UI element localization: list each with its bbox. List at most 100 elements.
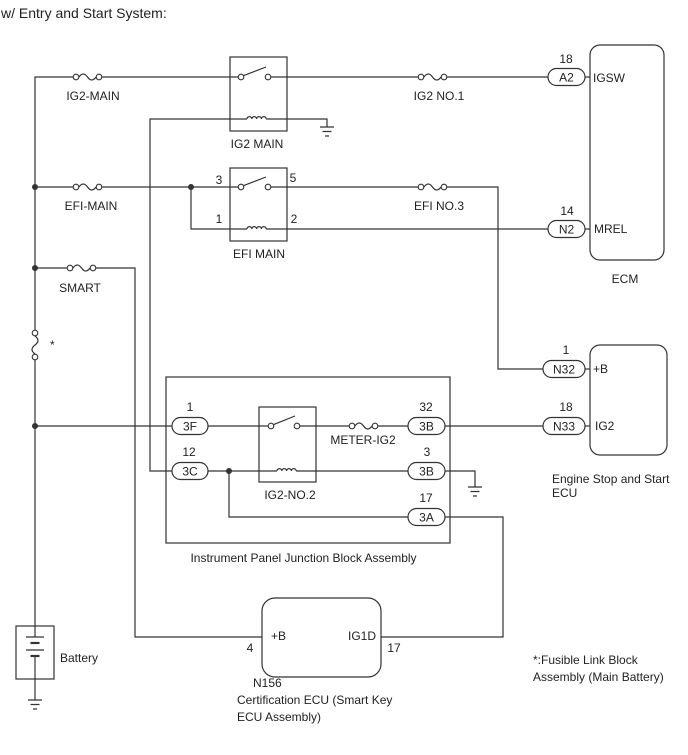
junction-block-label: Instrument Panel Junction Block Assembly [190, 551, 416, 565]
relay-contact [267, 422, 275, 430]
connector-label: A2 [559, 71, 574, 85]
engine-stop-start-ecu-box [589, 344, 668, 456]
junction-dot [32, 423, 38, 429]
fusible-link-mark: * [50, 338, 55, 352]
relay-contact [264, 73, 272, 81]
fuse-terminal [89, 264, 97, 272]
certification-ecu-label-line2: ECU Assembly) [237, 710, 321, 724]
wire-3c-to-ig2-main-coil [149, 118, 247, 472]
fuse-terminal [72, 183, 80, 191]
junction-block-box [165, 376, 451, 544]
terminal-label: MREL [594, 222, 628, 236]
fuse-element [423, 73, 442, 81]
fuse-efi-no3 [417, 183, 448, 191]
fuse-terminal [95, 183, 103, 191]
fuse-label-efi-main: EFI-MAIN [65, 199, 118, 213]
pin-number: 18 [559, 52, 573, 66]
connector-n2 [547, 219, 586, 239]
fuse-terminal [371, 422, 379, 430]
junction-dot [32, 265, 38, 271]
relay-coil [276, 468, 297, 472]
fuse-terminal [440, 73, 448, 81]
wire-3b-to-ground [445, 470, 476, 487]
fuse-element [78, 183, 97, 191]
relay-ig2-main [237, 66, 272, 120]
fuse-ig2-main [72, 73, 103, 81]
fuse-terminal [348, 422, 356, 430]
terminal-label: IGSW [593, 71, 626, 85]
relay-pin-label: 5 [290, 171, 297, 185]
ecm-box [589, 44, 665, 261]
wires [34, 76, 590, 700]
connector-label: N32 [553, 363, 575, 377]
ig2-main-relay-box [229, 56, 288, 132]
pin-number: 4 [247, 641, 254, 655]
fuse-label-ig2-no1: IG2 NO.1 [414, 89, 465, 103]
connector-label: N33 [553, 420, 575, 434]
fuse-terminal [440, 183, 448, 191]
terminal-label: IG2 [595, 419, 615, 433]
pin-number: 3 [424, 445, 431, 459]
connector-n33 [542, 416, 586, 436]
fuse-element [78, 73, 97, 81]
fuse-terminal [417, 73, 425, 81]
fuse-smart [66, 264, 97, 272]
connector-label: N2 [559, 223, 575, 237]
fuse-terminal [66, 264, 74, 272]
fuse-element [423, 183, 442, 191]
connector-n32 [542, 359, 586, 379]
wire-ig2-main-coil-to-ground [266, 118, 328, 127]
fuse-label-smart: SMART [59, 281, 101, 295]
ig2-no2-relay-box [258, 406, 317, 483]
connector-3f [171, 416, 209, 436]
certification-ecu-code: N156 [253, 676, 282, 690]
battery [15, 625, 55, 680]
battery-label: Battery [60, 651, 98, 665]
relay-coil [246, 116, 267, 120]
connector-a2 [547, 67, 586, 87]
efi-main-relay-box [229, 167, 288, 242]
fuse-element [31, 335, 39, 355]
ecm-label: ECM [612, 272, 639, 286]
pin-number: 17 [419, 491, 433, 505]
fuse-terminal [72, 73, 80, 81]
junction-dot [188, 184, 194, 190]
relay-pin-label: 3 [216, 173, 223, 187]
fuse-terminal [31, 353, 39, 361]
fusible-link [31, 329, 39, 361]
terminal-label: +B [271, 629, 286, 643]
pin-number: 1 [187, 400, 194, 414]
fuse-efi-main [72, 183, 103, 191]
junction-dots [32, 184, 232, 474]
ground-symbol-junction-block [468, 486, 482, 497]
relay-switch-arm [243, 176, 267, 187]
relay-label-ig2-no2: IG2-NO.2 [264, 488, 316, 502]
pin-number: 32 [419, 400, 433, 414]
wire-smart-to-certification-ecu [93, 267, 262, 638]
wire-3c-to-3a [228, 471, 408, 518]
relay-label-efi-main: EFI MAIN [233, 247, 285, 261]
junction-dot [226, 468, 232, 474]
pin-number: 1 [563, 343, 570, 357]
wire-3a-to-certification-ecu [381, 516, 504, 638]
connectors [171, 67, 586, 527]
relay-label-ig2-main: IG2 MAIN [231, 137, 284, 151]
labels: IG2-MAIN IG2 NO.1 EFI-MAIN EFI NO.3 SMAR… [50, 52, 670, 724]
fuse-label-ig2-main: IG2-MAIN [66, 89, 119, 103]
engine-ecu-label-line2: ECU [552, 486, 577, 500]
diagram-title: w/ Entry and Start System: [0, 5, 167, 21]
relay-efi-main [237, 176, 272, 230]
fuse-element [354, 422, 373, 430]
wire-bus-to-ig2-main-fuse [34, 76, 76, 330]
connector-3a [407, 507, 446, 527]
relay-ig2-no2 [267, 415, 301, 472]
ground-symbol-ig2-main [320, 126, 334, 137]
fuse-element [72, 264, 91, 272]
fuse-terminal [95, 73, 103, 81]
fuse-label-meter-ig2: METER-IG2 [330, 433, 396, 447]
relay-pin-label: 1 [216, 212, 223, 226]
relay-pin-label: 2 [291, 212, 298, 226]
connector-3b-ground [407, 461, 446, 481]
relay-contact [293, 422, 301, 430]
fuse-ig2-no1 [417, 73, 448, 81]
